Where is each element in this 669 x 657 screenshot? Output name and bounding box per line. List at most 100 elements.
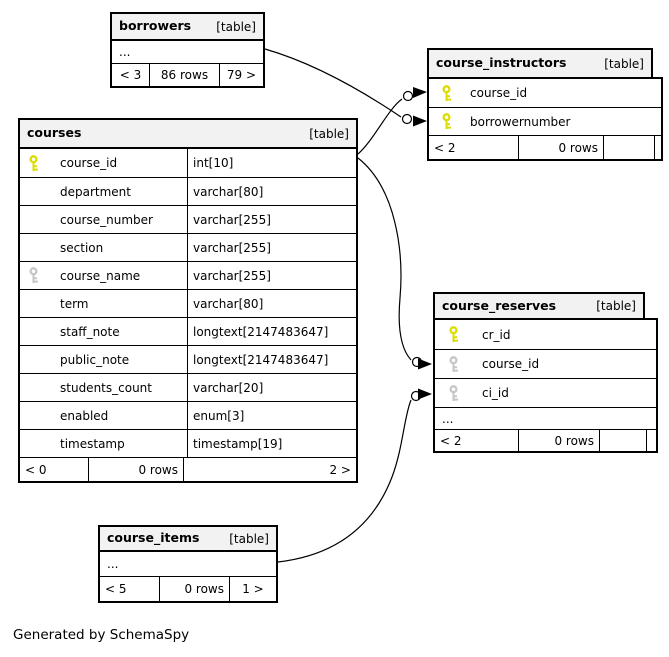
parents-count: 2 > bbox=[329, 462, 351, 477]
column-row[interactable]: borrowernumber bbox=[429, 107, 661, 135]
column-row[interactable]: course_id bbox=[429, 79, 661, 107]
table-node-borrowers[interactable]: borrowers [table] ... < 3 86 rows 79 > bbox=[110, 12, 265, 88]
column-type: varchar[20] bbox=[187, 374, 356, 401]
arrowhead-icon bbox=[413, 87, 427, 98]
table-header[interactable]: course_items [table] bbox=[98, 525, 278, 550]
column-type: longtext[2147483647] bbox=[187, 346, 356, 373]
elided-columns-row: ... bbox=[119, 45, 131, 59]
column-row[interactable]: public_note longtext[2147483647] bbox=[20, 345, 356, 373]
index-key-icon bbox=[435, 384, 482, 402]
column-type: enum[3] bbox=[187, 402, 356, 429]
generated-by-credit: Generated by SchemaSpy bbox=[13, 627, 190, 643]
column-name: term bbox=[60, 296, 89, 311]
index-key-icon bbox=[20, 267, 60, 284]
column-type: varchar[80] bbox=[187, 178, 356, 205]
table-header[interactable]: course_instructors [table] bbox=[427, 48, 653, 77]
edge-courses-to-course-instructors bbox=[357, 98, 403, 155]
cardinality-circle-icon bbox=[410, 390, 422, 402]
table-footer: < 2 0 rows bbox=[435, 429, 656, 451]
parents-count bbox=[604, 136, 655, 159]
children-count: < 3 bbox=[112, 64, 150, 86]
parents-count: 79 > bbox=[226, 68, 257, 82]
column-type: varchar[255] bbox=[187, 234, 356, 261]
table-tag: [table] bbox=[604, 56, 644, 71]
table-name: course_reserves bbox=[442, 297, 557, 313]
table-node-course-items[interactable]: course_items [table] ... < 5 0 rows 1 > bbox=[98, 525, 278, 603]
table-footer: < 0 0 rows 2 > bbox=[20, 457, 356, 481]
column-name: public_note bbox=[60, 352, 130, 367]
cardinality-circle-icon bbox=[401, 113, 413, 125]
index-key-icon bbox=[435, 355, 482, 373]
row-count: 0 rows bbox=[89, 458, 184, 481]
table-name: course_instructors bbox=[436, 55, 567, 71]
column-row[interactable]: cr_id bbox=[435, 320, 656, 349]
column-name: department bbox=[60, 184, 131, 199]
arrowhead-icon bbox=[418, 358, 432, 370]
column-name: timestamp bbox=[60, 436, 125, 451]
elided-columns-row: ... bbox=[107, 557, 119, 571]
table-header[interactable]: course_reserves [table] bbox=[433, 292, 645, 318]
parents-count: 1 > bbox=[242, 582, 264, 596]
children-count: < 2 bbox=[435, 430, 519, 451]
primary-key-icon bbox=[435, 326, 482, 343]
column-row[interactable]: enabled enum[3] bbox=[20, 401, 356, 429]
column-row[interactable]: students_count varchar[20] bbox=[20, 373, 356, 401]
column-row[interactable]: section varchar[255] bbox=[20, 233, 356, 261]
edge-borrowers-to-course-instructors bbox=[264, 48, 402, 118]
column-row[interactable]: course_number varchar[255] bbox=[20, 205, 356, 233]
row-count: 0 rows bbox=[519, 136, 604, 159]
primary-key-icon bbox=[429, 113, 470, 130]
port-cell bbox=[647, 430, 657, 451]
parents-count bbox=[600, 430, 647, 451]
table-footer: < 5 0 rows 1 > bbox=[100, 576, 276, 601]
column-name: course_id bbox=[60, 156, 118, 170]
cardinality-circle-icon bbox=[411, 356, 423, 368]
table-header[interactable]: borrowers [table] bbox=[110, 12, 265, 39]
column-row[interactable]: staff_note longtext[2147483647] bbox=[20, 317, 356, 345]
table-name: courses bbox=[27, 125, 82, 141]
column-name: cr_id bbox=[482, 327, 511, 342]
port-cell bbox=[655, 136, 665, 159]
arrowhead-icon bbox=[413, 115, 427, 127]
children-count: < 2 bbox=[429, 136, 519, 159]
table-name: course_items bbox=[107, 530, 200, 546]
column-name: course_number bbox=[60, 212, 153, 227]
column-name: borrowernumber bbox=[470, 114, 571, 129]
row-count: 0 rows bbox=[519, 430, 600, 451]
column-name: enabled bbox=[60, 408, 109, 423]
table-tag: [table] bbox=[596, 299, 636, 313]
column-row[interactable]: course_id bbox=[435, 349, 656, 378]
edge-courses-to-course-reserves bbox=[357, 157, 412, 361]
column-name: course_id bbox=[470, 86, 528, 100]
table-header[interactable]: courses [table] bbox=[18, 118, 358, 147]
column-name: staff_note bbox=[60, 324, 120, 339]
table-tag: [table] bbox=[216, 19, 256, 34]
column-name: students_count bbox=[60, 380, 152, 395]
table-tag: [table] bbox=[229, 531, 269, 546]
column-type: varchar[255] bbox=[187, 206, 356, 233]
column-type: longtext[2147483647] bbox=[187, 318, 356, 345]
children-count: < 5 bbox=[100, 577, 160, 601]
children-count: < 0 bbox=[20, 458, 89, 481]
row-count: 0 rows bbox=[160, 577, 230, 601]
column-name: ci_id bbox=[482, 386, 509, 400]
table-name: borrowers bbox=[119, 18, 192, 34]
column-name: section bbox=[60, 240, 104, 255]
column-row[interactable]: ci_id bbox=[435, 378, 656, 407]
column-name: course_id bbox=[482, 357, 540, 371]
table-tag: [table] bbox=[309, 126, 349, 141]
column-type: timestamp[19] bbox=[187, 430, 356, 457]
table-footer: < 2 0 rows bbox=[429, 135, 661, 159]
primary-key-icon bbox=[20, 154, 60, 172]
column-row[interactable]: department varchar[80] bbox=[20, 177, 356, 205]
elided-columns-row: ... bbox=[435, 407, 656, 429]
cardinality-circle-icon bbox=[402, 90, 414, 102]
column-row[interactable]: timestamp timestamp[19] bbox=[20, 429, 356, 457]
